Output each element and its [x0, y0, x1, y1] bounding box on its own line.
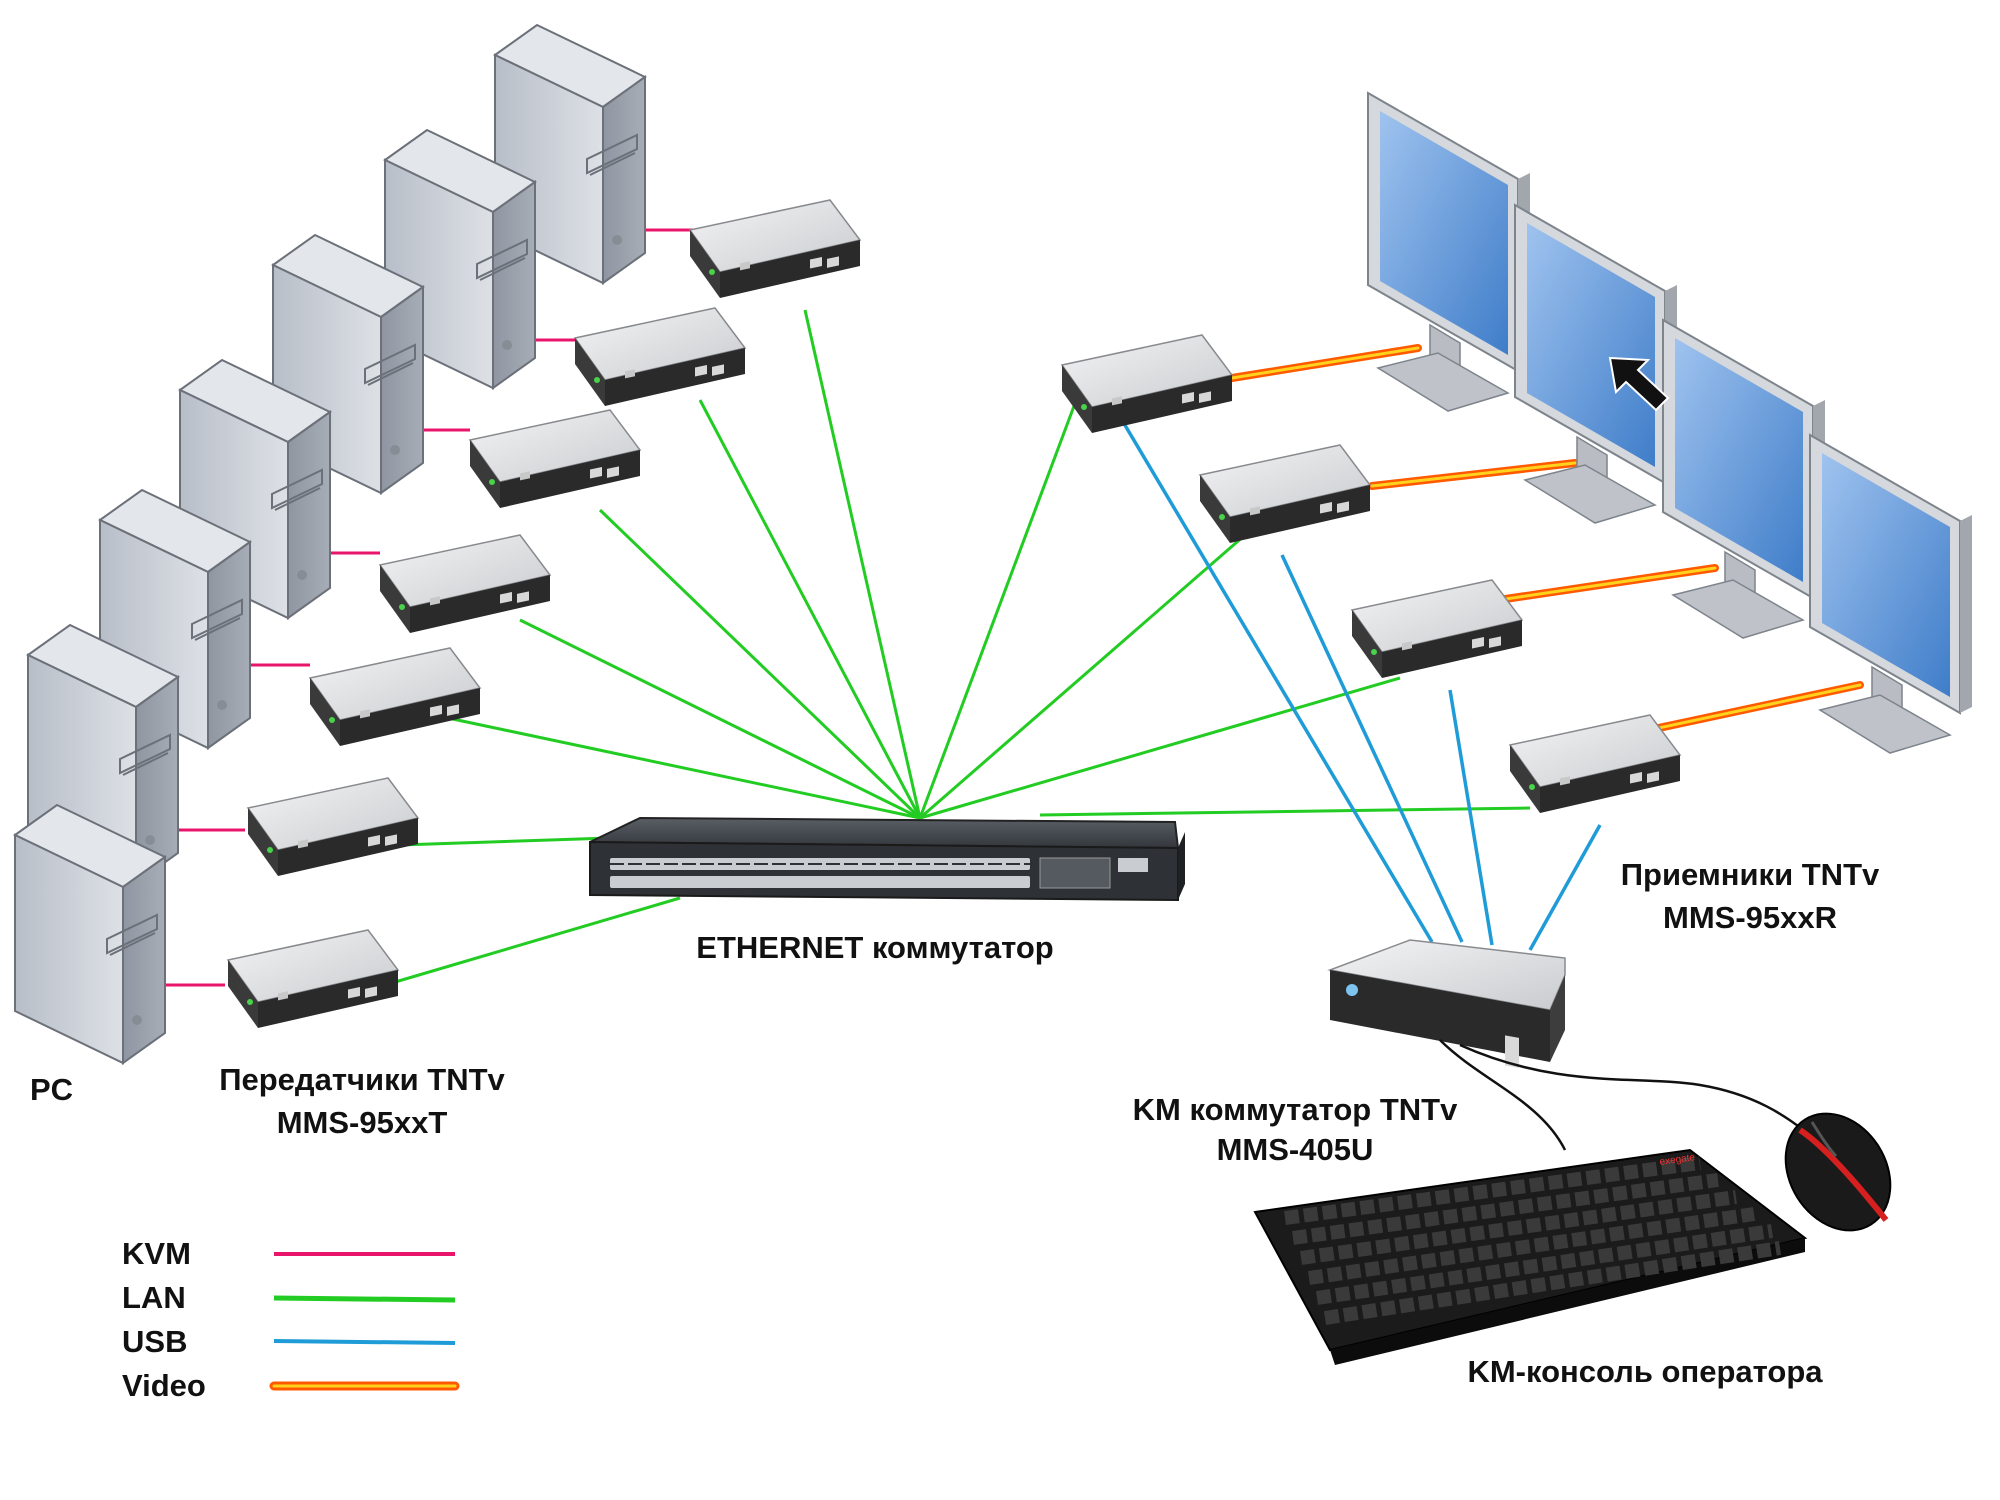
transmitter-device: [309, 647, 481, 747]
keyboard: exegate: [1253, 1148, 1808, 1365]
legend-item-kvm: KVM: [122, 1236, 455, 1271]
legend-item-usb: USB: [122, 1324, 456, 1359]
monitor: [1367, 92, 1531, 412]
transmitter-device: [689, 199, 861, 299]
keyboard-keys: [1284, 1156, 1782, 1325]
legend-item-lan: LAN: [122, 1280, 456, 1315]
keyboard-brand: exegate: [1659, 1152, 1696, 1168]
legend-swatch-lan: [273, 1295, 456, 1303]
monitor: [1514, 204, 1678, 524]
transmitter-device: [574, 307, 746, 407]
receiver-device: [1061, 334, 1233, 434]
legend-label: KVM: [122, 1236, 191, 1271]
video-cables: [1228, 344, 1864, 736]
legend-label: LAN: [122, 1280, 186, 1315]
legend-item-video: Video: [122, 1368, 460, 1403]
legend: KVM LAN USB Video: [122, 1236, 460, 1403]
transmitters-label: Передатчики TNTv: [219, 1062, 505, 1097]
monitors: [1367, 92, 1973, 754]
pc-towers: [14, 24, 646, 1064]
ethernet-switch: [589, 816, 1185, 902]
transmitter-device: [379, 534, 551, 634]
legend-label: Video: [122, 1368, 206, 1403]
monitor: [1662, 319, 1826, 639]
transmitter-device: [469, 409, 641, 509]
receivers-model: MMS-95xxR: [1663, 900, 1837, 935]
receiver-device: [1509, 714, 1681, 814]
legend-swatch-usb: [273, 1339, 456, 1345]
legend-label: USB: [122, 1324, 187, 1359]
km-console-cables: [1439, 1039, 1811, 1151]
transmitter-device: [247, 777, 419, 877]
mouse-cursor-icon: [1608, 356, 1670, 412]
console-label: KM-консоль оператора: [1467, 1354, 1823, 1389]
monitor: [1809, 434, 1973, 754]
receiver-device: [1351, 579, 1523, 679]
usb-cables: [1108, 399, 1602, 951]
receiver-device: [1199, 444, 1371, 544]
mouse: [1784, 1112, 1892, 1232]
switch-label: ETHERNET коммутатор: [696, 930, 1053, 965]
receivers-label: Приемники TNTv: [1621, 857, 1880, 892]
km-switch-model: MMS-405U: [1217, 1132, 1374, 1167]
km-switch-label: KM коммутатор TNTv: [1133, 1092, 1458, 1127]
pc-label: PC: [30, 1072, 73, 1107]
transmitter-device: [227, 929, 399, 1029]
transmitters-model: MMS-95xxT: [277, 1105, 448, 1140]
